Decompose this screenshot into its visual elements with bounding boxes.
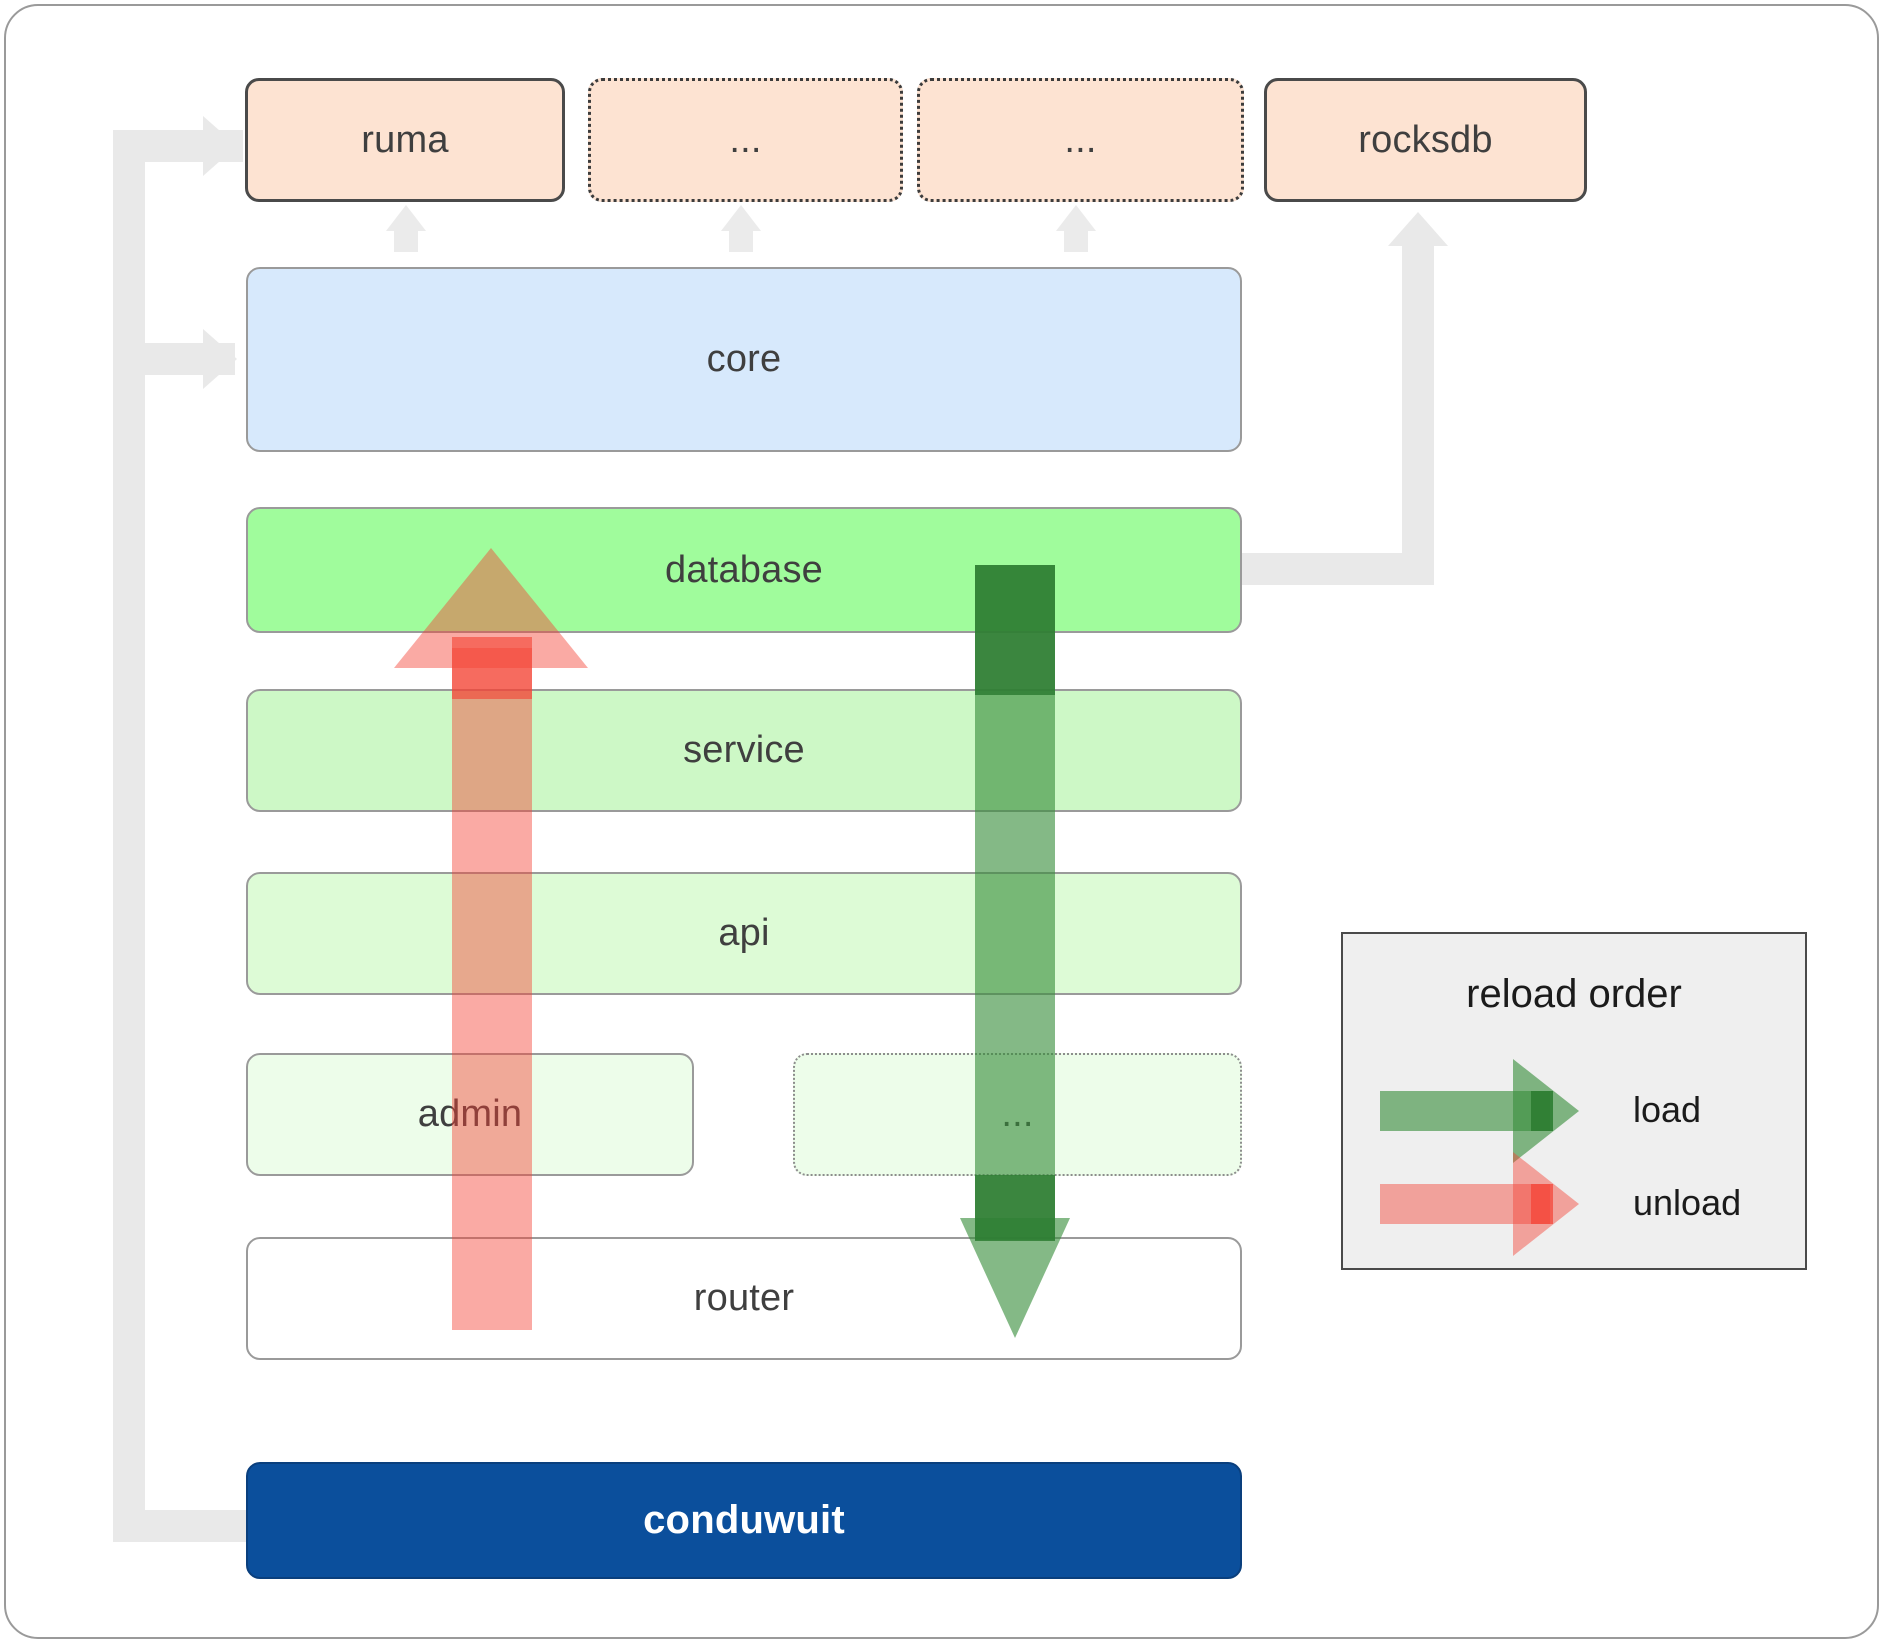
connector-core-ruma-arrowhead [386, 205, 426, 231]
connector-rocksdb-vertical [1402, 240, 1434, 585]
connector-core-dots1-shaft [729, 227, 753, 252]
layer-box-service[interactable]: service [246, 689, 1242, 812]
connector-core-ruma-shaft [394, 227, 418, 252]
layer-label-core: core [706, 338, 782, 380]
legend-panel: reload order load unload [1341, 932, 1807, 1270]
crate-label-placeholder-1: ... [729, 118, 762, 161]
layer-box-admin[interactable]: admin [246, 1053, 694, 1176]
connector-core-dots1-arrowhead [721, 205, 761, 231]
legend-title: reload order [1466, 972, 1682, 1016]
crate-label-ruma: ruma [361, 118, 449, 161]
crate-box-rocksdb[interactable]: rocksdb [1264, 78, 1587, 202]
crate-label-placeholder-2: ... [1064, 118, 1097, 161]
layer-label-database: database [665, 548, 823, 591]
layer-box-core[interactable]: core [246, 267, 1242, 452]
crate-box-placeholder-2[interactable]: ... [917, 78, 1244, 202]
connector-core-dots2-shaft [1064, 227, 1088, 252]
layer-box-database[interactable]: database [246, 507, 1242, 633]
diagram-frame [4, 4, 1879, 1639]
connector-ruma-arrowhead [203, 116, 237, 176]
connector-app-left-vertical [113, 130, 145, 1542]
crate-box-ruma[interactable]: ruma [245, 78, 565, 202]
layer-box-router[interactable]: router [246, 1237, 1242, 1360]
connector-core-arrowhead [203, 329, 237, 389]
crate-box-placeholder-1[interactable]: ... [588, 78, 903, 202]
connector-database-right-horizontal [1235, 553, 1425, 585]
legend-load-overlap-highlight [1531, 1091, 1553, 1131]
layer-box-placeholder[interactable]: ... [793, 1053, 1242, 1176]
connector-rocksdb-arrowhead [1388, 212, 1448, 246]
application-label-conduwuit: conduwuit [643, 1498, 845, 1542]
crate-label-rocksdb: rocksdb [1358, 118, 1493, 161]
layer-label-api: api [718, 912, 770, 954]
layer-box-api[interactable]: api [246, 872, 1242, 995]
application-box-conduwuit[interactable]: conduwuit [246, 1462, 1242, 1579]
legend-load-label: load [1633, 1089, 1702, 1130]
connector-core-dots2-arrowhead [1056, 205, 1096, 231]
layer-label-placeholder: ... [1001, 1093, 1034, 1135]
legend-unload-overlap-highlight [1531, 1184, 1553, 1224]
legend-unload-label: unload [1633, 1182, 1742, 1223]
layer-label-service: service [683, 729, 805, 771]
layer-label-admin: admin [417, 1093, 523, 1135]
layer-label-router: router [693, 1277, 795, 1319]
legend-unload-shaft [1380, 1184, 1550, 1224]
